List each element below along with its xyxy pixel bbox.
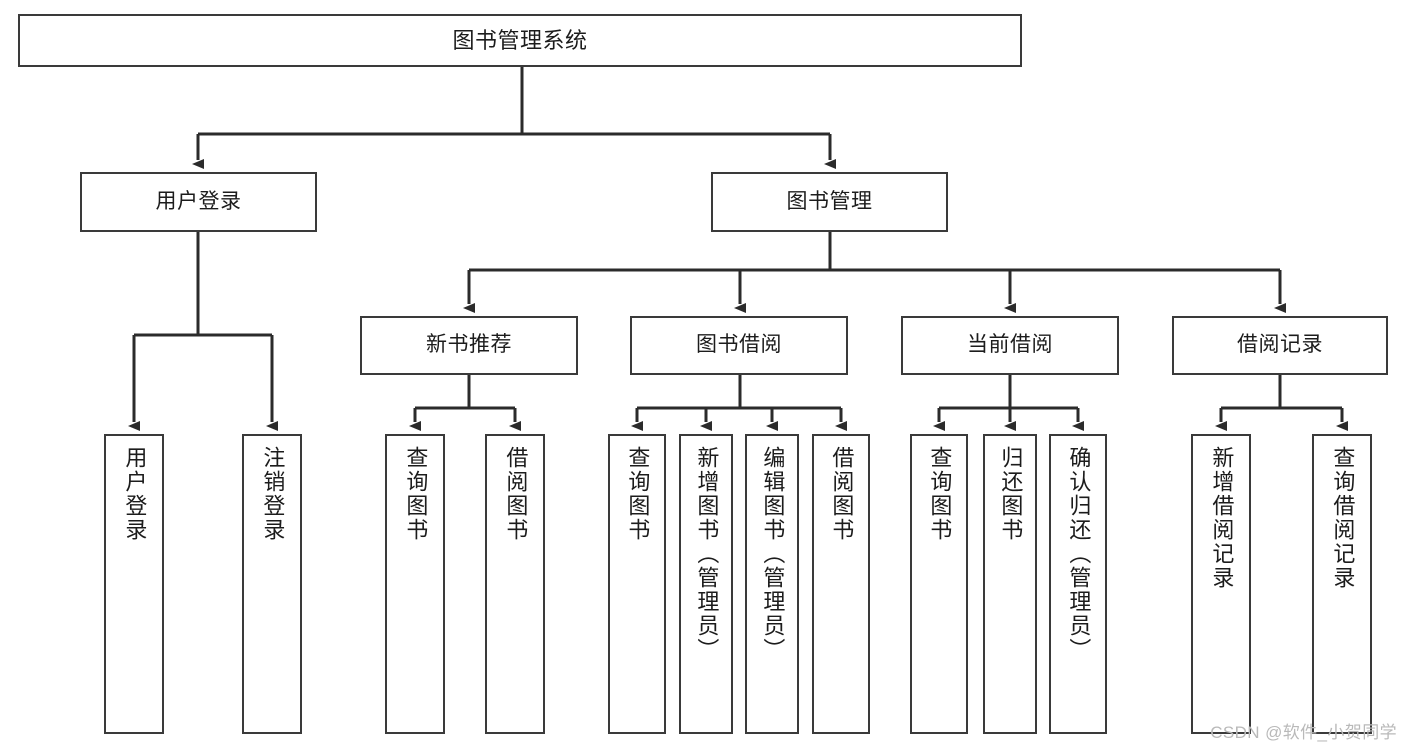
leaf-borrow-book-borrow-label: 借阅图书	[829, 446, 855, 542]
node-book-management-label: 图书管理	[786, 189, 873, 213]
node-borrow-records-label: 借阅记录	[1237, 333, 1323, 357]
leaf-borrow-book-newbook[interactable]: 借阅图书	[485, 434, 545, 734]
leaf-logout[interactable]: 注销登录	[242, 434, 302, 734]
leaf-edit-book-admin-label: 编辑图书（管理员）	[760, 446, 786, 662]
leaf-add-borrow-record[interactable]: 新增借阅记录	[1191, 434, 1251, 734]
leaf-borrow-book-borrow[interactable]: 借阅图书	[812, 434, 870, 734]
leaf-query-borrow-record[interactable]: 查询借阅记录	[1312, 434, 1372, 734]
leaf-query-book-newbook[interactable]: 查询图书	[385, 434, 445, 734]
node-book-borrow[interactable]: 图书借阅	[630, 316, 848, 375]
leaf-add-book-admin[interactable]: 新增图书（管理员）	[679, 434, 733, 734]
leaf-confirm-return-admin[interactable]: 确认归还（管理员）	[1049, 434, 1107, 734]
leaf-query-book-current[interactable]: 查询图书	[910, 434, 968, 734]
node-current-borrow[interactable]: 当前借阅	[901, 316, 1119, 375]
leaf-query-book-current-label: 查询图书	[927, 446, 953, 542]
leaf-edit-book-admin[interactable]: 编辑图书（管理员）	[745, 434, 799, 734]
leaf-return-book[interactable]: 归还图书	[983, 434, 1037, 734]
node-root-label: 图书管理系统	[452, 27, 588, 53]
node-new-book-recommend[interactable]: 新书推荐	[360, 316, 578, 375]
leaf-user-login-label: 用户登录	[122, 446, 148, 542]
leaf-query-book-newbook-label: 查询图书	[403, 446, 429, 542]
leaf-add-borrow-record-label: 新增借阅记录	[1209, 446, 1235, 590]
leaf-user-login[interactable]: 用户登录	[104, 434, 164, 734]
node-user-login-label: 用户登录	[155, 189, 242, 213]
node-root[interactable]: 图书管理系统	[18, 14, 1022, 67]
node-borrow-records[interactable]: 借阅记录	[1172, 316, 1388, 375]
leaf-return-book-label: 归还图书	[998, 446, 1024, 542]
node-user-login[interactable]: 用户登录	[80, 172, 317, 232]
leaf-confirm-return-admin-label: 确认归还（管理员）	[1066, 446, 1092, 662]
node-book-borrow-label: 图书借阅	[696, 333, 782, 357]
leaf-borrow-book-newbook-label: 借阅图书	[503, 446, 529, 542]
leaf-logout-label: 注销登录	[260, 446, 286, 542]
node-current-borrow-label: 当前借阅	[967, 333, 1053, 357]
watermark: CSDN @软件_小贺同学	[1210, 723, 1397, 742]
leaf-query-book-borrow-label: 查询图书	[625, 446, 651, 542]
node-book-management[interactable]: 图书管理	[711, 172, 948, 232]
leaf-add-book-admin-label: 新增图书（管理员）	[694, 446, 720, 662]
leaf-query-borrow-record-label: 查询借阅记录	[1330, 446, 1356, 590]
leaf-query-book-borrow[interactable]: 查询图书	[608, 434, 666, 734]
node-new-book-recommend-label: 新书推荐	[426, 333, 512, 357]
